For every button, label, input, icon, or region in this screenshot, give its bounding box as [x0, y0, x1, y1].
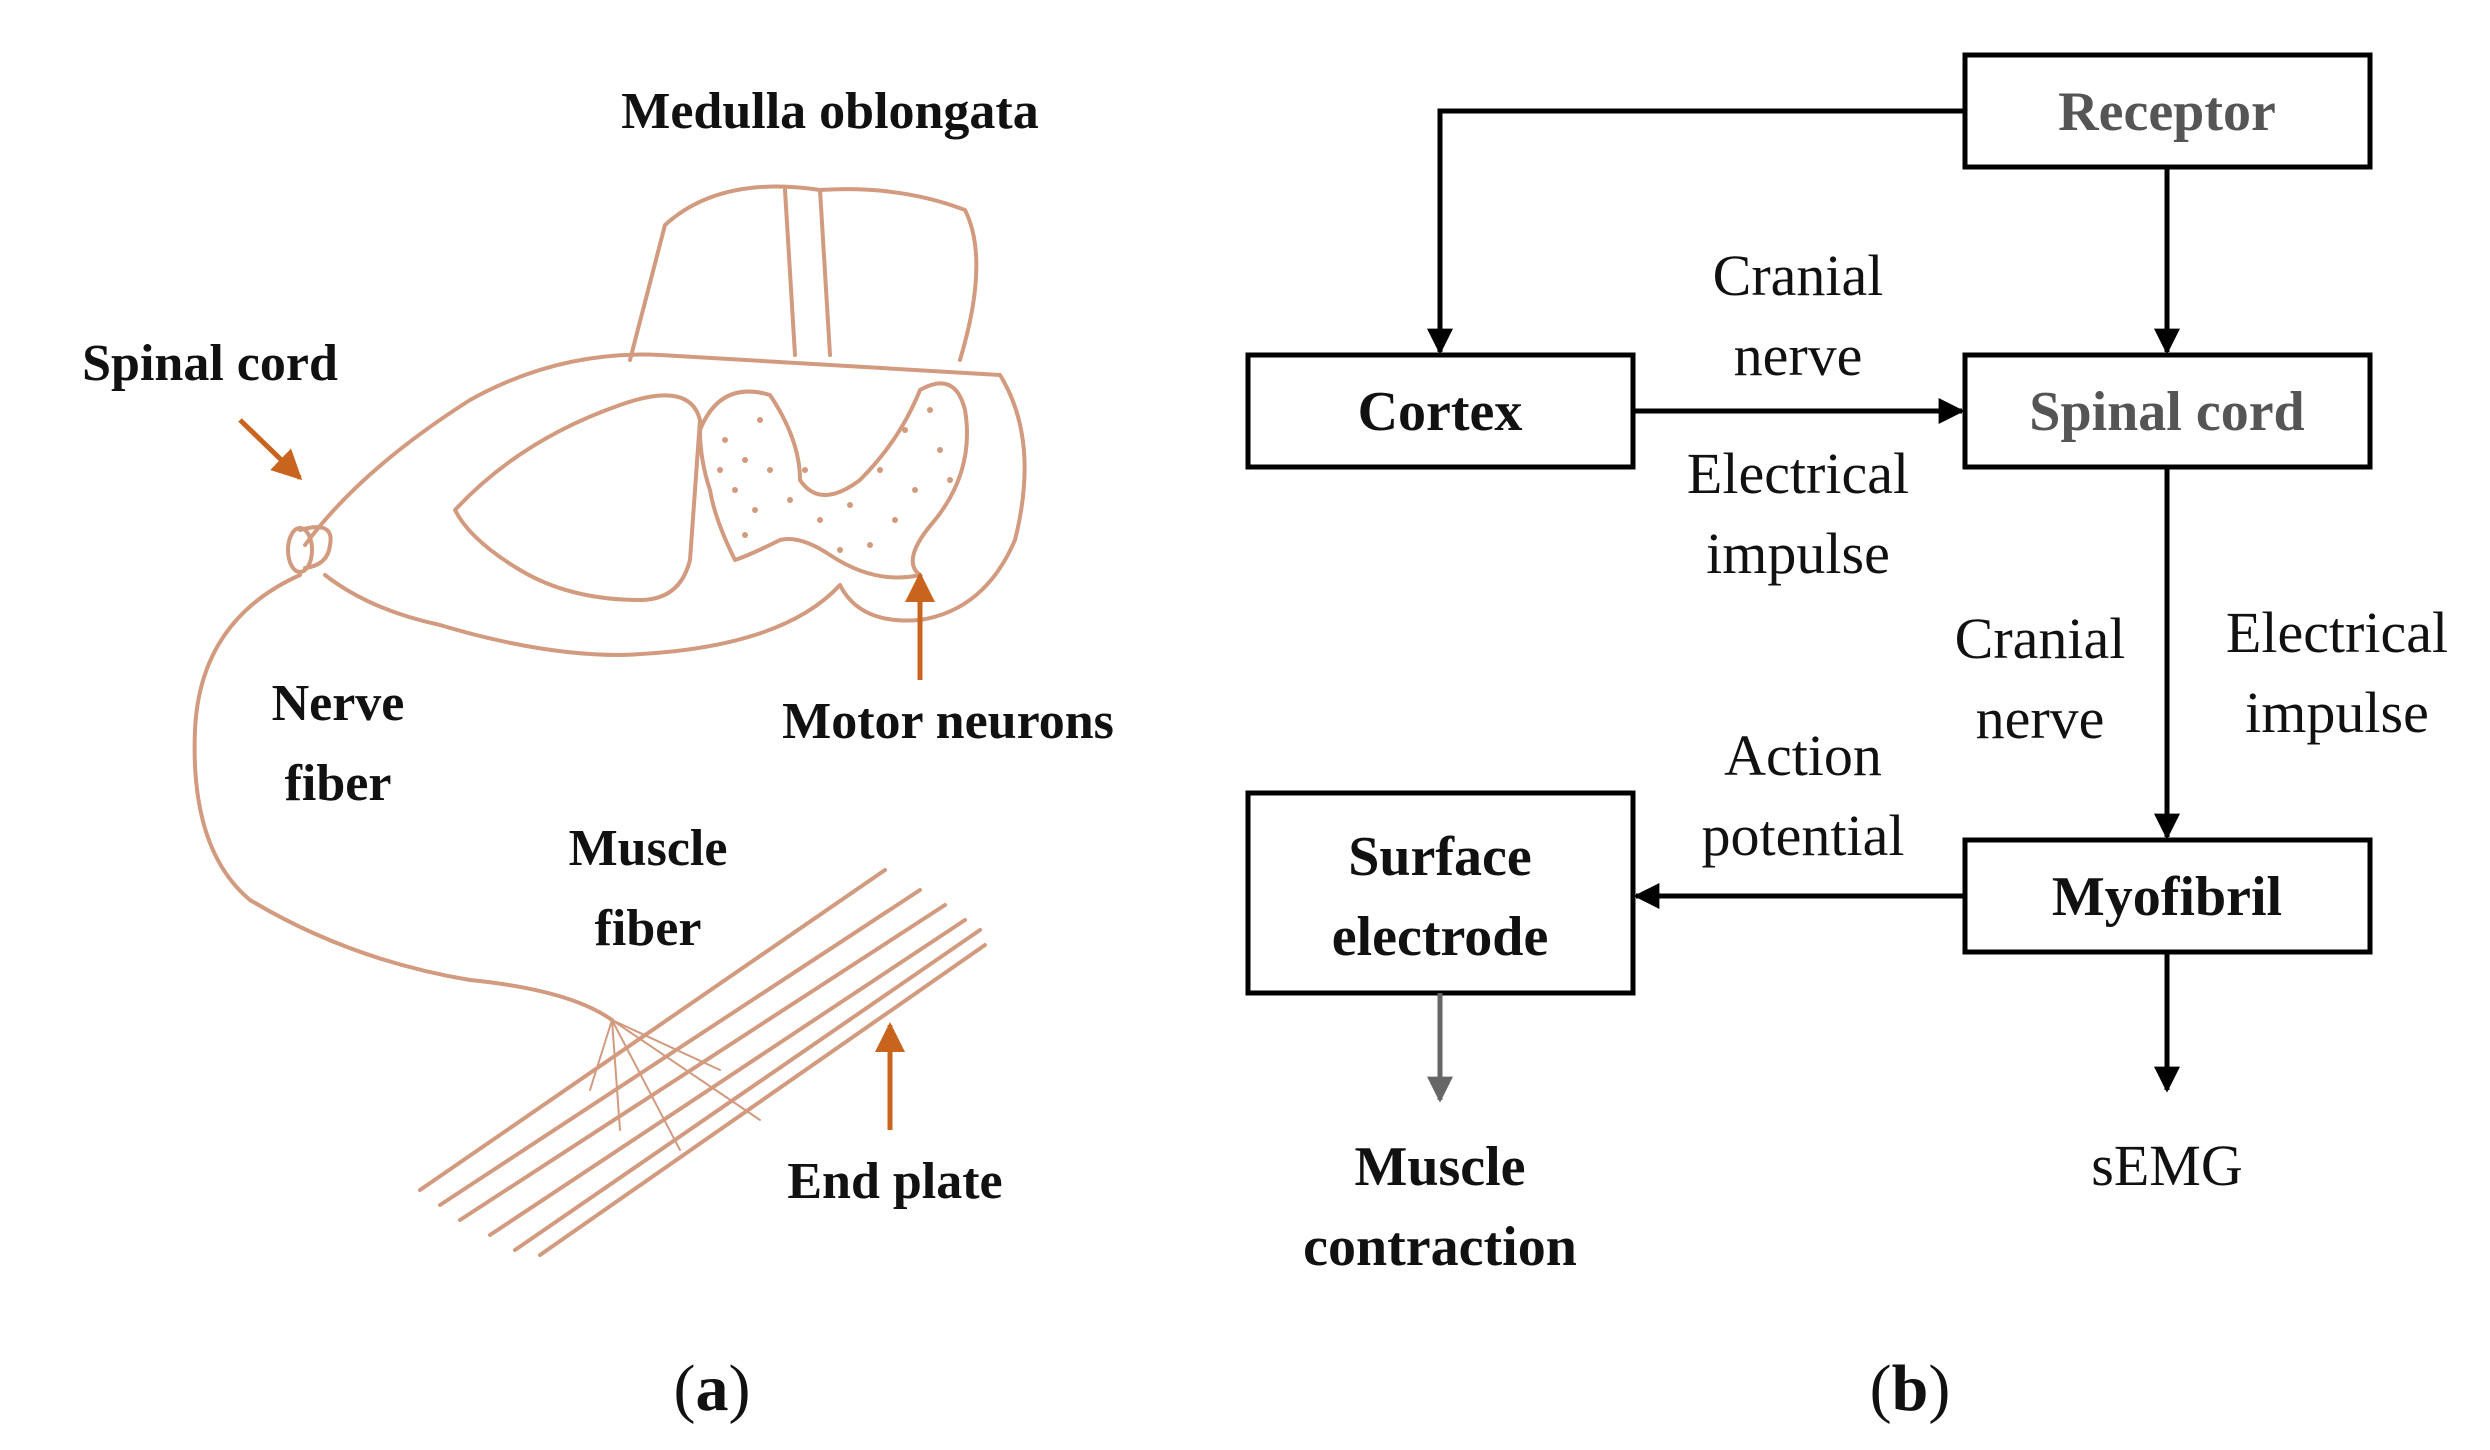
label-medulla-oblongata: Medulla oblongata	[621, 83, 1039, 140]
edge-label-cranial-1: Cranial	[1713, 243, 1884, 308]
box-cortex-label: Cortex	[1358, 381, 1523, 443]
panel-b-letter: b	[1892, 1352, 1929, 1425]
output-muscle-contraction-line1: Muscle	[1354, 1136, 1525, 1198]
box-spinal-cord-label: Spinal cord	[2029, 381, 2304, 443]
arrow-receptor-to-cortex	[1427, 108, 1965, 355]
panel-b: Receptor Cortex Spinal cord Myofibril Su…	[1245, 52, 2448, 1425]
output-semg: sEMG	[2091, 1133, 2242, 1198]
box-myofibril	[1962, 837, 2373, 955]
panel-a-caption: (a)	[674, 1352, 751, 1425]
pointer-arrows	[238, 418, 935, 1130]
edge-label-electrical-2: Electrical	[2226, 600, 2448, 665]
edge-label-cranial-2: Cranial	[1955, 606, 2126, 671]
label-muscle-fiber-line2: fiber	[595, 900, 702, 957]
edge-label-impulse-1: impulse	[1706, 521, 1890, 586]
spinal-cord-drawing	[192, 184, 1027, 1257]
box-myofibril-label: Myofibril	[2052, 866, 2282, 928]
box-spinal-cord	[1962, 352, 2373, 470]
box-receptor-label: Receptor	[2058, 81, 2276, 143]
label-motor-neurons: Motor neurons	[782, 693, 1114, 750]
label-spinal-cord-a: Spinal cord	[82, 335, 338, 392]
output-muscle-contraction-line2: contraction	[1303, 1216, 1577, 1278]
label-muscle-fiber-line1: Muscle	[569, 820, 728, 877]
box-cortex	[1245, 352, 1636, 470]
spinal-cord-arrow	[238, 418, 303, 481]
label-nerve-fiber-line2: fiber	[285, 755, 392, 812]
box-receptor	[1962, 52, 2373, 170]
panel-a: Medulla oblongata Spinal cord Nerve fibe…	[82, 83, 1114, 1425]
label-nerve-fiber-line1: Nerve	[272, 675, 405, 732]
box-surface-electrode-line2: electrode	[1332, 906, 1549, 968]
edge-label-electrical-1: Electrical	[1687, 441, 1909, 506]
edge-label-nerve-2: nerve	[1976, 686, 2105, 751]
edge-label-action: Action	[1724, 723, 1882, 788]
grey-matter-dots	[717, 407, 953, 553]
box-surface-electrode-line1: Surface	[1348, 826, 1532, 888]
label-end-plate: End plate	[787, 1153, 1002, 1210]
edge-label-nerve-1: nerve	[1734, 323, 1863, 388]
edge-label-potential: potential	[1702, 803, 1905, 868]
edge-label-impulse-2: impulse	[2245, 680, 2429, 745]
panel-b-caption: (b)	[1870, 1352, 1951, 1425]
panel-a-letter: a	[696, 1352, 729, 1425]
